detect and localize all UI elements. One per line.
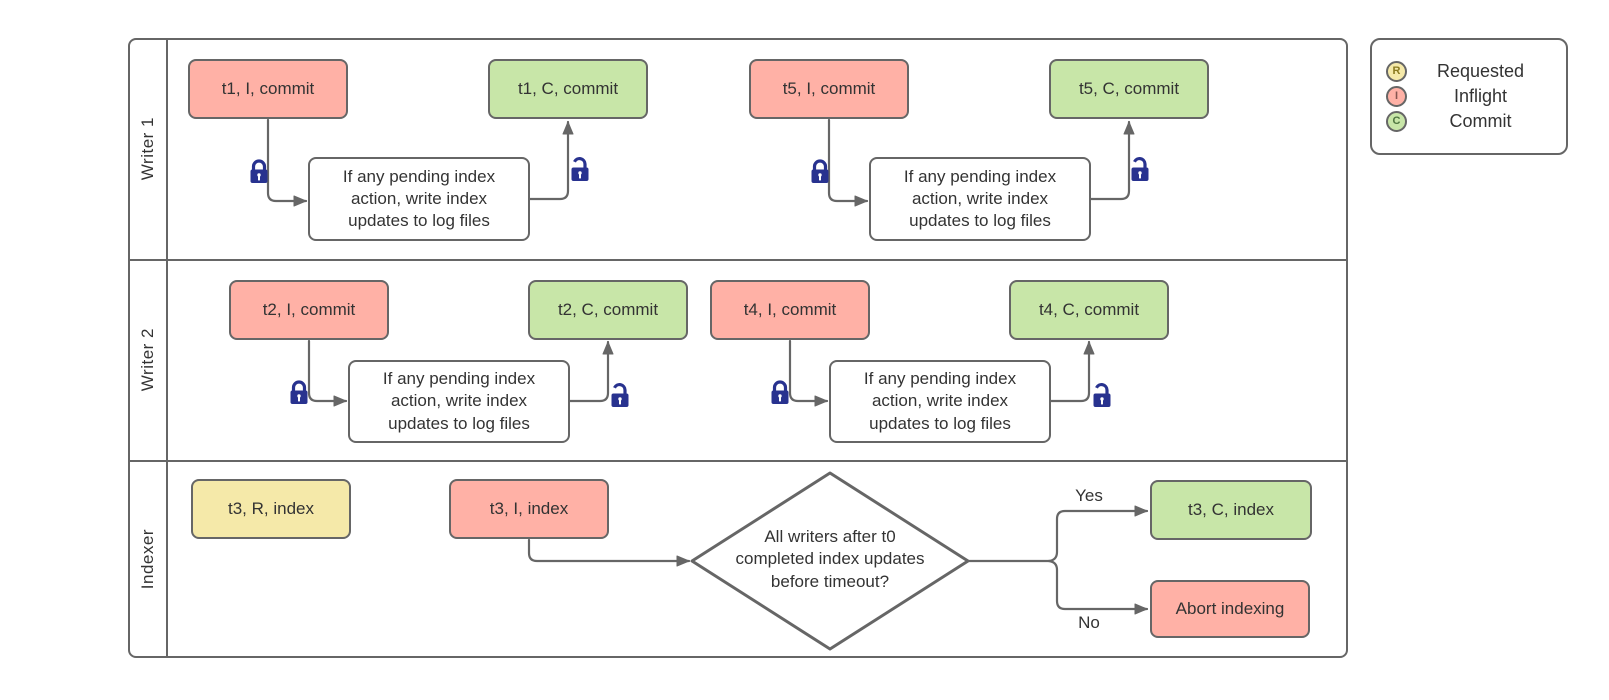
lane-label-indexer: Indexer — [138, 528, 157, 590]
node-t1-inflight: t1, I, commit — [188, 59, 348, 119]
lane-header-divider — [166, 38, 168, 658]
node-pending-note-1: If any pending index action, write index… — [308, 157, 530, 241]
requested-badge-icon: R — [1386, 61, 1407, 82]
node-abort-indexing: Abort indexing — [1150, 580, 1310, 638]
lane-header-writer2: Writer 2 — [128, 259, 168, 460]
node-t3-commit: t3, C, index — [1150, 480, 1312, 540]
node-pending-note-3: If any pending index action, write index… — [348, 360, 570, 443]
node-t4-commit: t4, C, commit — [1009, 280, 1169, 340]
legend-label-inflight: Inflight — [1453, 86, 1508, 106]
inflight-badge-icon: I — [1386, 86, 1407, 107]
edge-label-yes: Yes — [1075, 486, 1103, 505]
node-t2-commit: t2, C, commit — [528, 280, 688, 340]
legend-label-commit: Commit — [1449, 111, 1512, 131]
lane-header-writer1: Writer 1 — [128, 38, 168, 259]
node-t3-inflight: t3, I, index — [449, 479, 609, 539]
legend-row-inflight: I Inflight — [1386, 86, 1554, 107]
lane-label-writer1: Writer 1 — [138, 116, 157, 181]
node-t1-commit: t1, C, commit — [488, 59, 648, 119]
node-pending-note-4: If any pending index action, write index… — [829, 360, 1051, 443]
lane-divider-1 — [128, 259, 1348, 261]
legend-row-requested: R Requested — [1386, 61, 1554, 82]
lane-divider-2 — [128, 460, 1348, 462]
node-pending-note-2: If any pending index action, write index… — [869, 157, 1091, 241]
legend-row-commit: C Commit — [1386, 111, 1554, 132]
decision-label: All writers after t0 completed index upd… — [735, 527, 925, 591]
node-t3-requested: t3, R, index — [191, 479, 351, 539]
node-t4-inflight: t4, I, commit — [710, 280, 870, 340]
legend: R Requested I Inflight C Commit — [1370, 38, 1568, 155]
legend-label-requested: Requested — [1436, 61, 1525, 81]
lane-label-writer2: Writer 2 — [138, 327, 157, 392]
commit-badge-icon: C — [1386, 111, 1407, 132]
node-t5-inflight: t5, I, commit — [749, 59, 909, 119]
node-t2-inflight: t2, I, commit — [229, 280, 389, 340]
node-t5-commit: t5, C, commit — [1049, 59, 1209, 119]
edge-label-no: No — [1078, 613, 1100, 632]
lane-header-indexer: Indexer — [128, 460, 168, 658]
